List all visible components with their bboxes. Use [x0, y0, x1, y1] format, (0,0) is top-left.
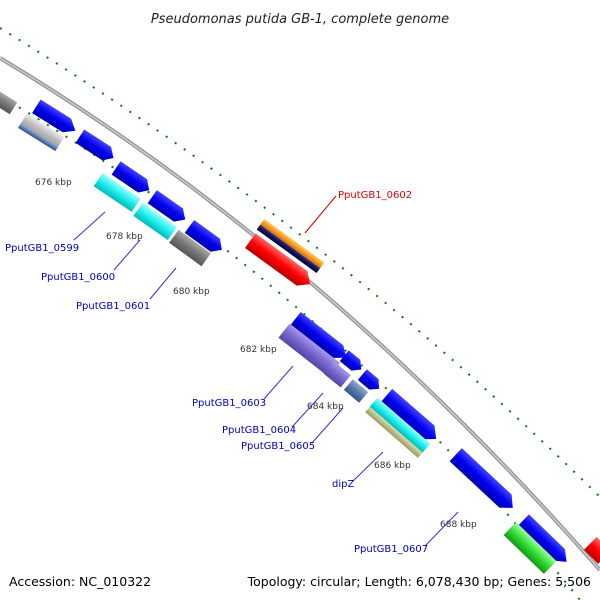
gene-block-navy[interactable] [256, 224, 321, 273]
gene-arrow-blue[interactable] [290, 311, 351, 364]
gene-arrow-blue[interactable] [357, 369, 384, 394]
gene-label[interactable]: PputGB1_0602 [338, 190, 412, 201]
gene-arrow-blue[interactable] [147, 190, 190, 226]
gene-arrow-blue[interactable] [380, 388, 442, 446]
gene-label[interactable]: PputGB1_0603 [192, 398, 266, 409]
gene-block-lightgray[interactable] [19, 113, 65, 149]
gene-features [0, 86, 600, 574]
gene-block-cyan[interactable] [93, 172, 141, 212]
gene-block-purple[interactable] [278, 323, 341, 378]
gene-block-red[interactable] [583, 536, 600, 564]
inner-dotted-guide [0, 95, 581, 600]
gene-label[interactable]: PputGB1_0600 [41, 272, 115, 283]
gene-label[interactable]: PputGB1_0599 [5, 243, 79, 254]
genome-summary-text: Topology: circular; Length: 6,078,430 bp… [247, 574, 591, 589]
backbone-inner [0, 57, 600, 571]
gene-label[interactable]: PputGB1_0604 [222, 425, 296, 436]
gene-block-cyan[interactable] [133, 202, 177, 241]
tick-label: 680 kbp [173, 287, 210, 297]
gene-label[interactable]: PputGB1_0605 [241, 441, 315, 452]
gene-block-cyan[interactable] [369, 397, 431, 453]
tick-labels: 676 kbp 678 kbp 680 kbp 682 kbp 684 kbp … [35, 178, 477, 530]
gene-block-gray[interactable] [0, 86, 18, 115]
gene-block-green[interactable] [503, 522, 557, 574]
gene-block-orange[interactable] [260, 218, 325, 269]
map-title: Pseudomonas putida GB-1, complete genome [151, 12, 449, 27]
gene-label[interactable]: PputGB1_0607 [354, 544, 428, 555]
gene-block-purple[interactable] [323, 361, 351, 388]
tick-label: 676 kbp [35, 178, 72, 188]
gene-arrow-red[interactable] [244, 233, 315, 291]
outer-dotted-guide [0, 27, 600, 498]
gene-label[interactable]: dipZ [332, 479, 354, 490]
gene-arrow-blue[interactable] [517, 514, 572, 567]
tick-label: 682 kbp [240, 345, 277, 355]
gene-arrow-blue[interactable] [32, 99, 79, 138]
gene-block-steel[interactable] [343, 379, 369, 403]
gene-arrow-blue[interactable] [449, 448, 519, 514]
accession-text: Accession: NC_010322 [9, 574, 151, 589]
tick-label: 688 kbp [440, 520, 477, 530]
gene-arrow-blue[interactable] [339, 350, 366, 375]
tick-label: 678 kbp [106, 232, 143, 242]
tick-label: 684 kbp [307, 402, 344, 412]
gene-arrow-blue[interactable] [75, 129, 118, 164]
gene-block-gray[interactable] [169, 229, 211, 267]
leader-lines [73, 195, 459, 547]
gene-labels: PputGB1_0599 PputGB1_0600 PputGB1_0601 P… [5, 190, 428, 555]
gene-arrow-blue[interactable] [184, 219, 227, 256]
tick-label: 686 kbp [374, 461, 411, 471]
gene-arrow-blue[interactable] [111, 161, 154, 197]
gene-label[interactable]: PputGB1_0601 [76, 301, 150, 312]
